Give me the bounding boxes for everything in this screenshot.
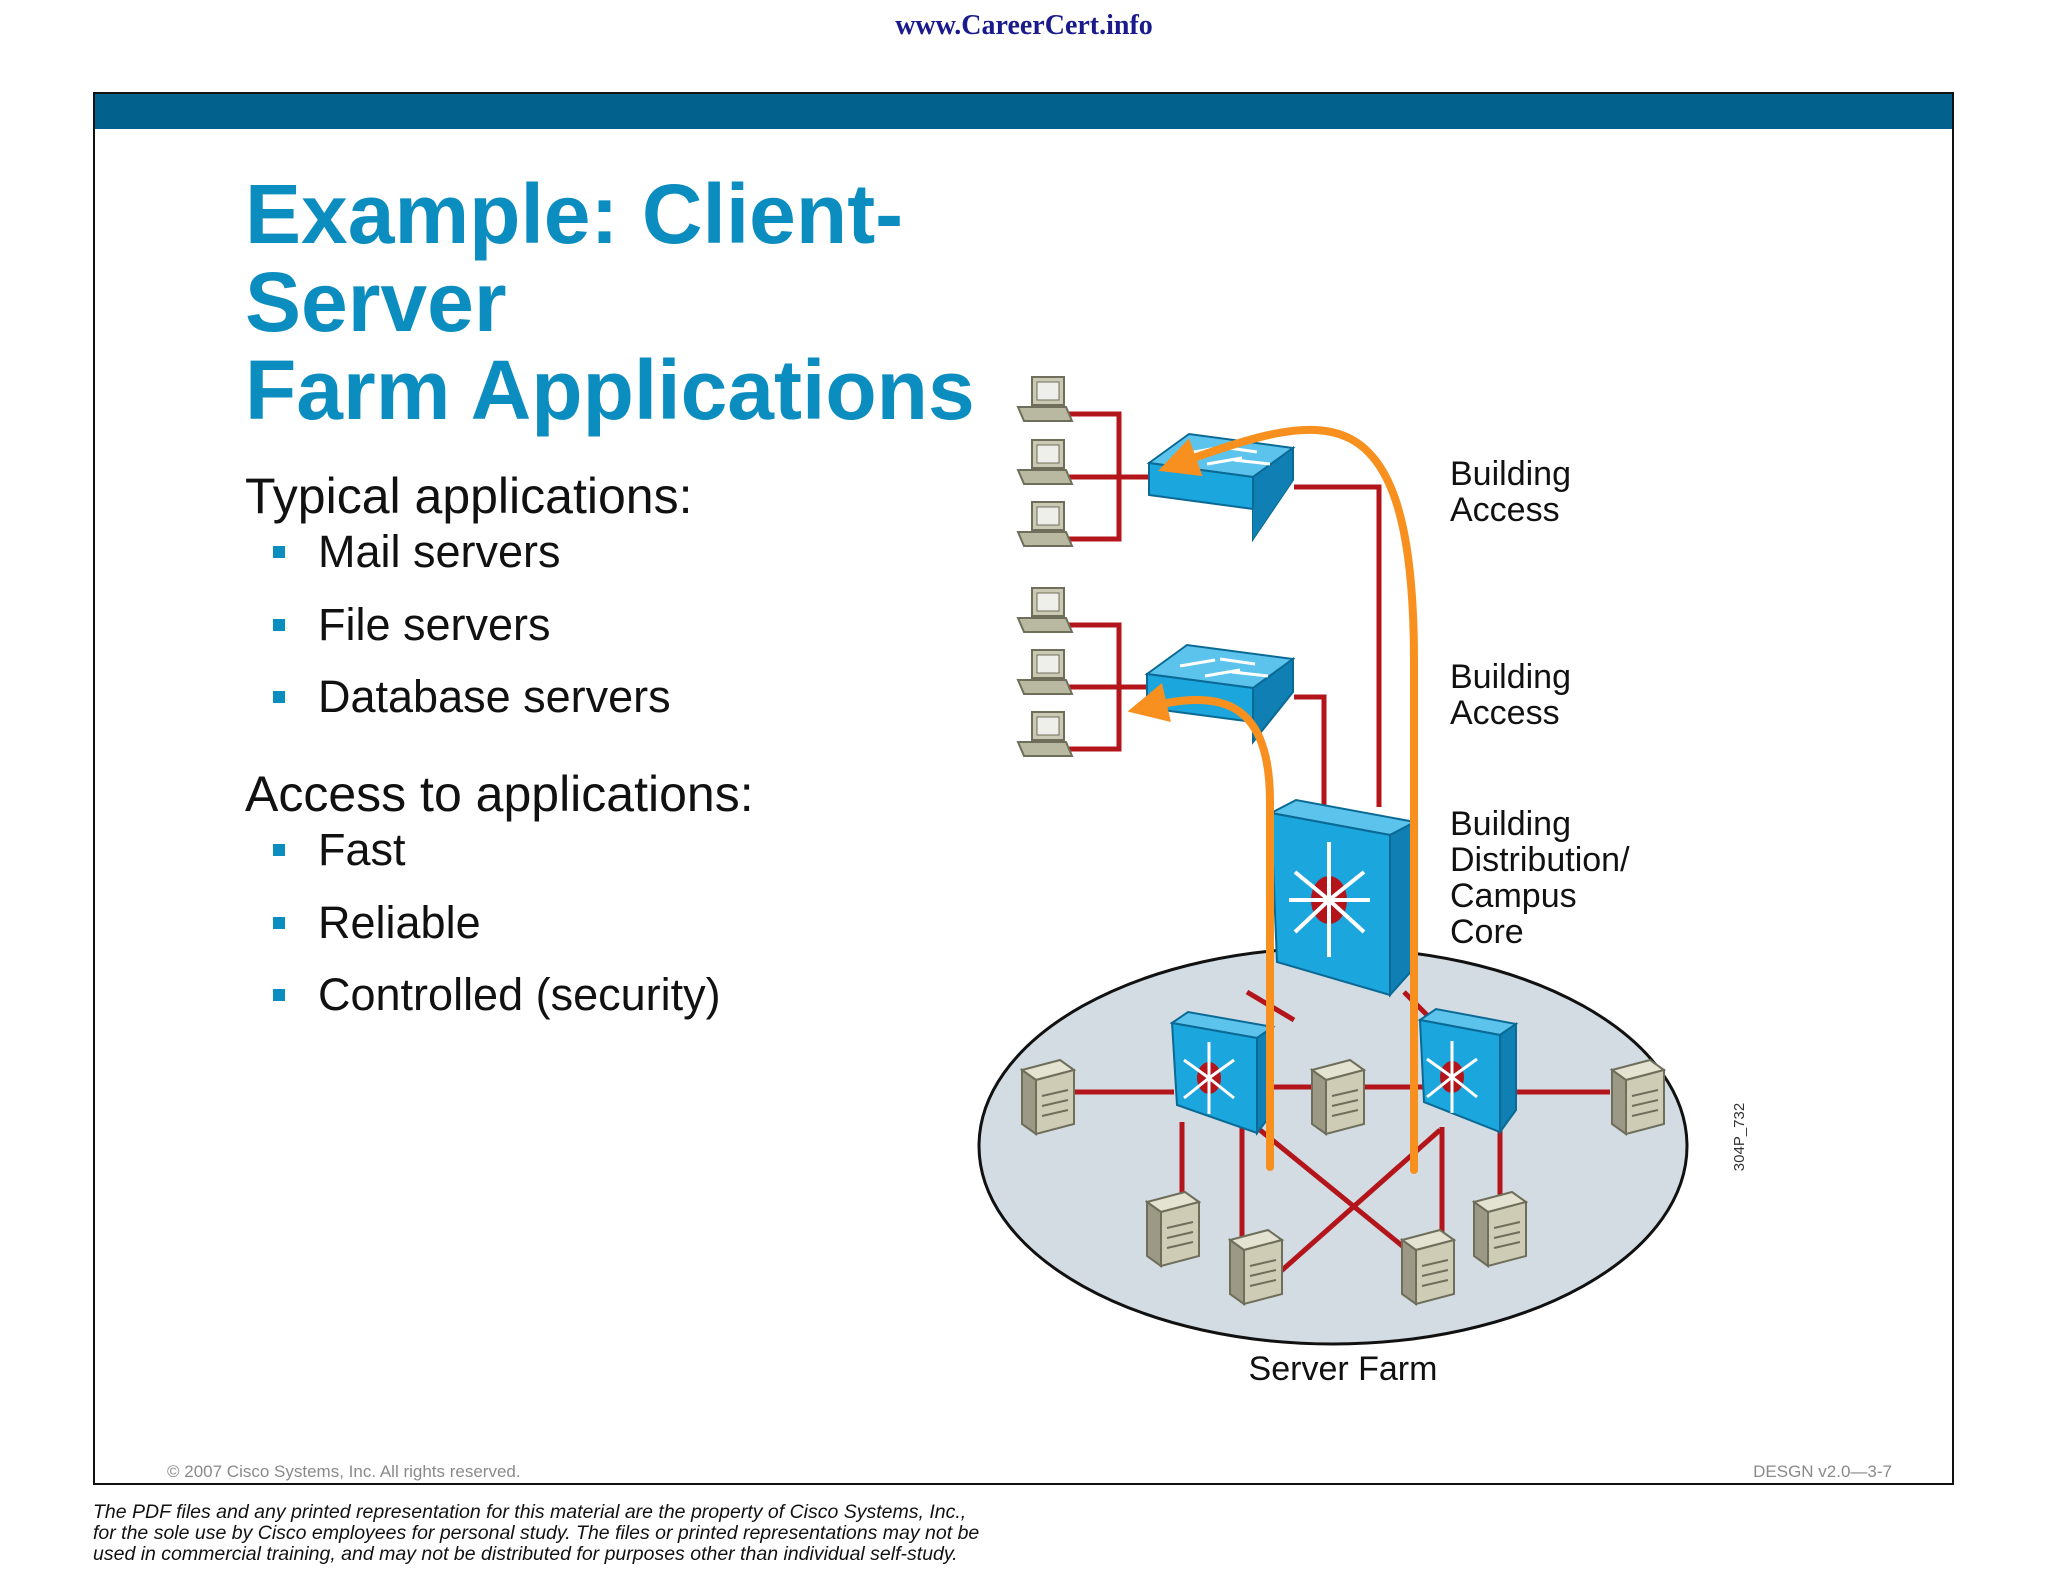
label-distribution-core: Building Distribution/ Campus Core <box>1450 805 1639 951</box>
bullet-square-icon <box>273 844 285 856</box>
server-icon <box>1021 1059 1075 1135</box>
bullet-item: Fast <box>273 814 721 887</box>
traffic-flow-arrows <box>1127 425 1418 1174</box>
figure-id: 304P_732 <box>1731 1103 1748 1171</box>
server-farm-links <box>1075 989 1610 1274</box>
server-farm-area <box>977 946 1689 1346</box>
pc-icon <box>1017 439 1073 485</box>
pc-icon <box>1017 376 1073 422</box>
disclaimer-line: for the sole use by Cisco employees for … <box>93 1522 980 1544</box>
bullet-square-icon <box>273 691 285 703</box>
bullet-item: Controlled (security) <box>273 959 721 1032</box>
server-icon <box>1401 1229 1455 1305</box>
server-icon <box>1311 1059 1365 1135</box>
bullet-item: Database servers <box>273 661 671 734</box>
label-building-access-1: Building Access <box>1450 455 1580 529</box>
copyright: © 2007 Cisco Systems, Inc. All rights re… <box>167 1462 521 1481</box>
site-url: www.CareerCert.info <box>895 10 1153 41</box>
bullet-item: File servers <box>273 589 671 662</box>
disclaimer: The PDF files and any printed representa… <box>93 1502 1093 1565</box>
bullet-item: Mail servers <box>273 516 671 589</box>
title-line-2: Farm Applications <box>245 343 975 437</box>
bullet-list-typical: Mail servers File servers Database serve… <box>273 516 671 734</box>
section-heading-typical: Typical applications: <box>245 468 693 524</box>
pc-icon <box>1017 501 1073 547</box>
server-icon <box>1146 1191 1200 1267</box>
title-line-1: Example: Client-Server <box>245 167 904 349</box>
disclaimer-line: used in commercial training, and may not… <box>93 1543 958 1565</box>
section-heading-access: Access to applications: <box>245 766 754 822</box>
title-bar <box>95 94 1952 129</box>
server-icon <box>1229 1229 1283 1305</box>
slide-id: DESGN v2.0—3-7 <box>1753 1462 1892 1481</box>
network-diagram: Building Access Building Access Building… <box>977 376 1748 1388</box>
bullet-item: Reliable <box>273 887 721 960</box>
bullet-square-icon <box>273 916 285 929</box>
label-server-farm: Server Farm <box>1249 1350 1438 1388</box>
pc-icon <box>1017 711 1073 757</box>
pc-icon <box>1017 587 1073 633</box>
bullet-square-icon <box>273 618 285 631</box>
label-building-access-2: Building Access <box>1450 658 1580 732</box>
slide: Example: Client-Server Farm Applications… <box>93 92 1954 1485</box>
server-icon <box>1473 1191 1527 1267</box>
disclaimer-line: The PDF files and any printed representa… <box>93 1501 967 1523</box>
server-icon <box>1611 1059 1665 1135</box>
server-farm-switch-icon <box>1417 1007 1519 1136</box>
bullet-square-icon <box>273 989 285 1001</box>
bullet-square-icon <box>273 546 285 558</box>
bullet-list-access: Fast Reliable Controlled (security) <box>273 814 721 1032</box>
client-pcs <box>1017 376 1073 757</box>
access-switch-icon <box>1144 643 1296 745</box>
slide-title: Example: Client-Server Farm Applications <box>245 170 1145 434</box>
access-links <box>1050 411 1382 812</box>
distribution-switch-icon <box>1267 798 1419 998</box>
pc-icon <box>1017 649 1073 695</box>
